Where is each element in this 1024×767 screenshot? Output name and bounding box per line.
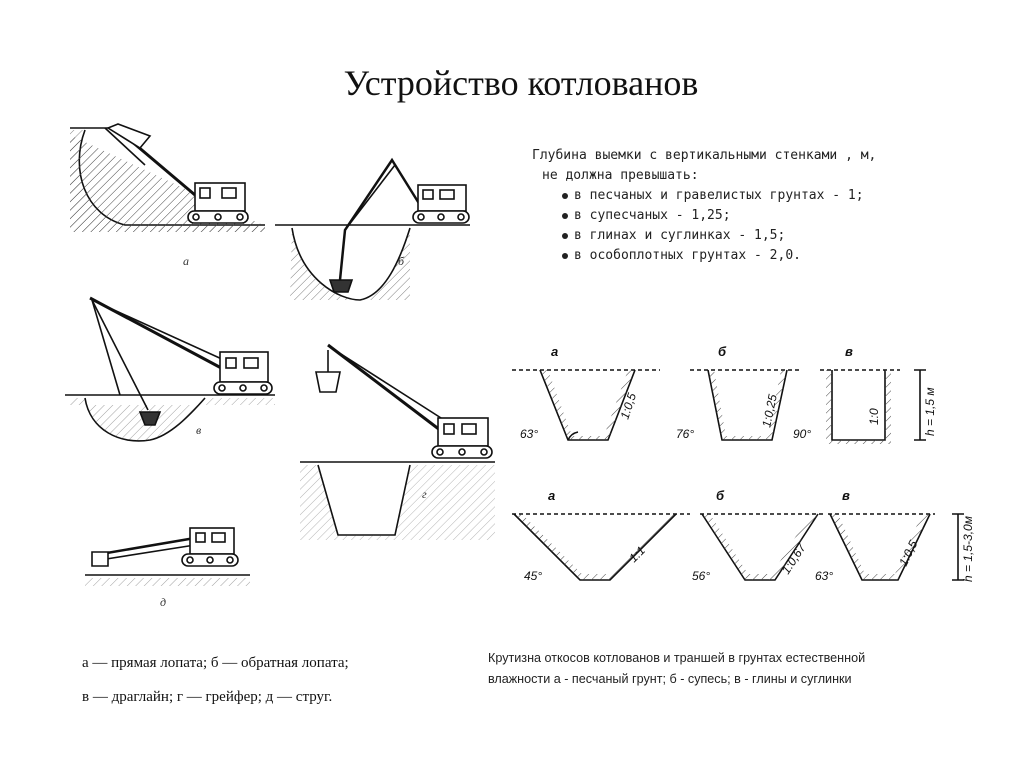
depth-note: Глубина выемки с вертикальными стенками … <box>532 146 952 266</box>
trench-2-label-b: б <box>716 488 725 503</box>
trench-2-label-a: а <box>548 488 555 503</box>
depth-note-heading-2: не должна превышать: <box>542 168 699 183</box>
depth-note-item: в особоплотных грунтах - 2,0. <box>532 246 952 266</box>
planer-drawing <box>85 527 250 586</box>
trench-1-ratio-v: 1:0 <box>867 408 881 425</box>
trench-1-ratio-b: 1:0,25 <box>759 393 780 429</box>
depth-note-item: в песчаных и гравелистых грунтах - 1; <box>532 186 952 206</box>
slide-title: Устройство котлованов <box>343 63 699 103</box>
trench-2-ratio-a: 1:1 <box>626 543 648 565</box>
backhoe-drawing <box>275 157 470 301</box>
trench-2-height: h = 1,5-3,0м <box>961 516 975 582</box>
legend-line-2: в — драглайн; г — грейфер; д — струг. <box>82 689 333 705</box>
caption-line-2: влажности а - песчаный грунт; б - супесь… <box>488 672 852 686</box>
trench-1-angle-v: 90° <box>793 427 811 441</box>
trench-2-angle-a: 45° <box>524 569 542 583</box>
legend-line-1: а — прямая лопата; б — обратная лопата; <box>82 655 349 671</box>
machines-legend: а — прямая лопата; б — обратная лопата; … <box>82 646 482 714</box>
trench-row-2 <box>512 513 964 581</box>
label-v: в <box>196 423 201 437</box>
trench-1-label-b: б <box>718 344 727 359</box>
depth-note-item: в супесчаных - 1,25; <box>532 206 952 226</box>
label-b: б <box>398 254 405 268</box>
depth-note-item: в глинах и суглинках - 1,5; <box>532 226 952 246</box>
trench-1-label-a: а <box>551 344 558 359</box>
dragline-drawing <box>65 296 275 442</box>
caption-line-1: Крутизна откосов котлованов и траншей в … <box>488 651 866 665</box>
clamshell-drawing <box>300 343 495 540</box>
trench-1-label-v: в <box>845 344 853 359</box>
depth-note-heading-1: Глубина выемки с вертикальными стенками … <box>532 148 877 163</box>
trench-1-angle-a: 63° <box>520 427 538 441</box>
front-shovel-drawing <box>70 123 265 232</box>
depth-note-list: в песчаных и гравелистых грунтах - 1; в … <box>532 186 952 266</box>
label-g: г <box>422 487 427 501</box>
trench-1-height: h = 1,5 м <box>923 387 937 436</box>
trench-2-angle-b: 56° <box>692 569 710 583</box>
label-a: а <box>183 254 189 268</box>
trench-1-angle-b: 76° <box>676 427 694 441</box>
label-d: д <box>160 595 166 609</box>
trench-caption: Крутизна откосов котлованов и траншей в … <box>488 648 1018 690</box>
trench-2-label-v: в <box>842 488 850 503</box>
trench-row-1 <box>512 369 926 444</box>
trench-2-angle-v: 63° <box>815 569 833 583</box>
